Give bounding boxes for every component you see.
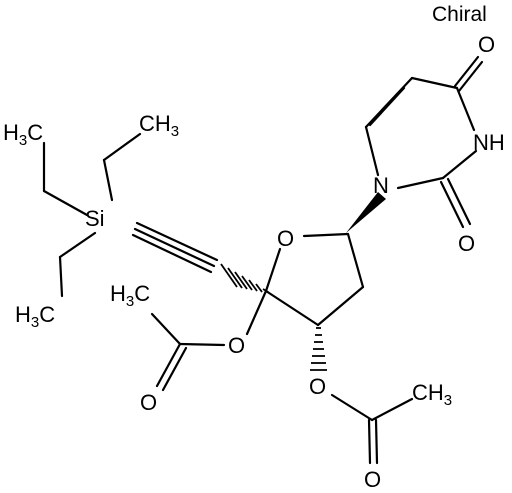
- atom-o-ester-2: O: [309, 374, 326, 399]
- hash-bond-c4-alkyne: [220, 263, 269, 293]
- atom-o-ring: O: [277, 226, 294, 251]
- triple-bond-alkyne: [131, 221, 219, 274]
- label-h3c-acetyl-1: H3C: [110, 281, 150, 310]
- label-h3c-left-top: H3C: [3, 120, 43, 149]
- sugar-ring-bonds: [264, 232, 365, 327]
- atom-nh: NH: [473, 130, 505, 155]
- atom-o-c2: O: [458, 231, 475, 256]
- acetate-1-bonds: [150, 289, 268, 392]
- atom-o-ester-1: O: [228, 333, 245, 358]
- wedge-bond-c1-n: [346, 192, 386, 233]
- uracil-ring-bonds: [364, 55, 484, 229]
- atom-o-carbonyl-1: O: [140, 390, 157, 415]
- label-ch3-top-right: CH3: [139, 111, 179, 140]
- label-ch3-acetyl-2: CH3: [412, 380, 452, 409]
- atom-o-carbonyl-2: O: [364, 467, 381, 492]
- atom-si: Si: [85, 206, 105, 231]
- chiral-label: Chiral: [432, 3, 487, 26]
- acetate-2-bonds: [330, 393, 414, 465]
- atom-o-c4: O: [478, 32, 495, 57]
- triethylsilyl-bonds: [42, 132, 142, 298]
- label-h3c-left-bottom: H3C: [15, 302, 55, 331]
- atom-n1: N: [373, 173, 389, 198]
- hash-bond-c3-o: [310, 327, 327, 371]
